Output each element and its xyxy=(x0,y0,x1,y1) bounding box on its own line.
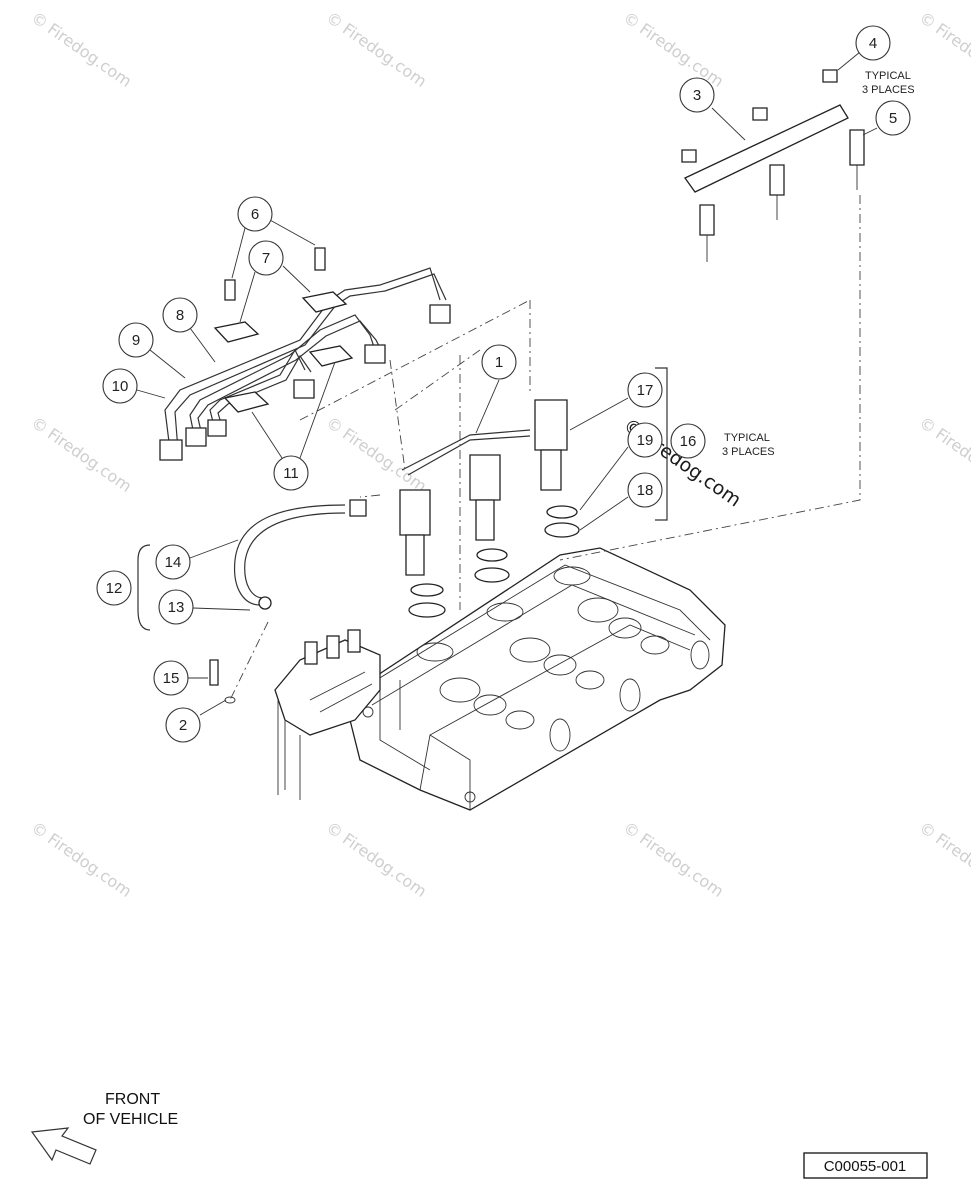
svg-text:19: 19 xyxy=(637,432,654,449)
svg-text:Firedog.com: Firedog.com xyxy=(932,424,971,496)
injection-nozzles xyxy=(399,399,580,618)
nozzle-1 xyxy=(399,429,531,618)
injection-pipes xyxy=(159,247,451,461)
svg-text:Firedog.com: Firedog.com xyxy=(339,829,430,901)
injection-pump xyxy=(274,629,381,800)
svg-text:14: 14 xyxy=(165,554,182,571)
svg-text:TYPICAL: TYPICAL xyxy=(865,70,911,82)
svg-text:15: 15 xyxy=(163,670,180,687)
callout-10: 10 xyxy=(102,368,138,404)
note-typical-mid: TYPICAL 3 PLACES xyxy=(722,432,775,458)
svg-text:Firedog.com: Firedog.com xyxy=(636,19,727,91)
svg-text:16: 16 xyxy=(680,433,697,450)
front-label-line1: FRONT xyxy=(105,1091,160,1108)
watermark: ©Firedog.com xyxy=(323,8,430,91)
callout-5: 5 xyxy=(875,100,911,136)
glow-plug-bar xyxy=(681,69,865,262)
dashed-leaders xyxy=(229,195,861,701)
nozzle-2 xyxy=(469,454,510,583)
svg-text:1: 1 xyxy=(495,354,503,371)
svg-text:4: 4 xyxy=(869,35,877,52)
callout-7: 7 xyxy=(248,240,284,276)
callout-3: 3 xyxy=(679,77,715,113)
callouts: 1 2 3 4 5 6 7 8 9 10 11 12 13 14 15 16 xyxy=(96,25,911,743)
watermark: ©Firedog.com xyxy=(620,818,727,901)
svg-text:TYPICAL: TYPICAL xyxy=(724,432,770,444)
watermark: ©Firedog.com xyxy=(28,413,135,496)
watermark: ©Firedog.com xyxy=(323,413,430,496)
svg-text:3 PLACES: 3 PLACES xyxy=(862,84,915,96)
svg-text:18: 18 xyxy=(637,482,654,499)
svg-text:Firedog.com: Firedog.com xyxy=(932,829,971,901)
nozzle-3 xyxy=(534,399,580,538)
svg-text:Firedog.com: Firedog.com xyxy=(636,829,727,901)
arrow-left-down-icon xyxy=(30,1127,97,1165)
svg-text:17: 17 xyxy=(637,382,654,399)
svg-text:11: 11 xyxy=(283,465,299,482)
svg-text:Firedog.com: Firedog.com xyxy=(339,19,430,91)
cylinder-head xyxy=(349,547,726,811)
watermark: ©Firedog.com xyxy=(28,818,135,901)
svg-text:10: 10 xyxy=(112,378,129,395)
note-typical-top: TYPICAL 3 PLACES xyxy=(862,70,915,96)
svg-text:Firedog.com: Firedog.com xyxy=(44,19,135,91)
svg-text:9: 9 xyxy=(132,332,140,349)
callout-8: 8 xyxy=(162,297,198,333)
callout-17: 17 xyxy=(627,372,663,408)
svg-text:5: 5 xyxy=(889,110,897,127)
callout-13: 13 xyxy=(158,589,194,625)
watermark: ©Firedog.com xyxy=(28,8,135,91)
svg-text:12: 12 xyxy=(106,580,123,597)
svg-text:6: 6 xyxy=(251,206,259,223)
svg-text:3: 3 xyxy=(693,87,701,104)
svg-text:Firedog.com: Firedog.com xyxy=(44,424,135,496)
callout-2: 2 xyxy=(165,707,201,743)
brackets xyxy=(137,367,668,631)
callout-9: 9 xyxy=(118,322,154,358)
watermark: ©Firedog.com xyxy=(620,8,727,91)
callout-6: 6 xyxy=(237,196,273,232)
watermark: ©Firedog.com xyxy=(323,818,430,901)
watermark: ©Firedog.com xyxy=(916,413,971,496)
callout-11: 11 xyxy=(273,455,309,491)
svg-text:13: 13 xyxy=(168,599,185,616)
callout-14: 14 xyxy=(155,544,191,580)
watermark: ©Firedog.com xyxy=(916,818,971,901)
front-label-line2: OF VEHICLE xyxy=(83,1111,178,1128)
svg-text:Firedog.com: Firedog.com xyxy=(932,19,971,91)
svg-text:Firedog.com: Firedog.com xyxy=(339,424,430,496)
callout-4: 4 xyxy=(855,25,891,61)
watermark: ©Firedog.com xyxy=(916,8,971,91)
svg-text:7: 7 xyxy=(262,250,270,267)
svg-text:3 PLACES: 3 PLACES xyxy=(722,446,775,458)
callout-16: 16 xyxy=(670,423,706,459)
figure-code-box: C00055-001 xyxy=(803,1152,928,1179)
callout-15: 15 xyxy=(153,660,189,696)
front-of-vehicle: FRONT OF VEHICLE xyxy=(30,1091,178,1165)
svg-text:C00055-001: C00055-001 xyxy=(824,1158,907,1175)
leak-off-hose xyxy=(209,499,367,704)
callout-18: 18 xyxy=(627,472,663,508)
svg-text:8: 8 xyxy=(176,307,184,324)
callout-12: 12 xyxy=(96,570,132,606)
svg-text:2: 2 xyxy=(179,717,187,734)
svg-text:Firedog.com: Firedog.com xyxy=(44,829,135,901)
callout-1: 1 xyxy=(481,344,517,380)
callout-19: 19 xyxy=(627,422,663,458)
